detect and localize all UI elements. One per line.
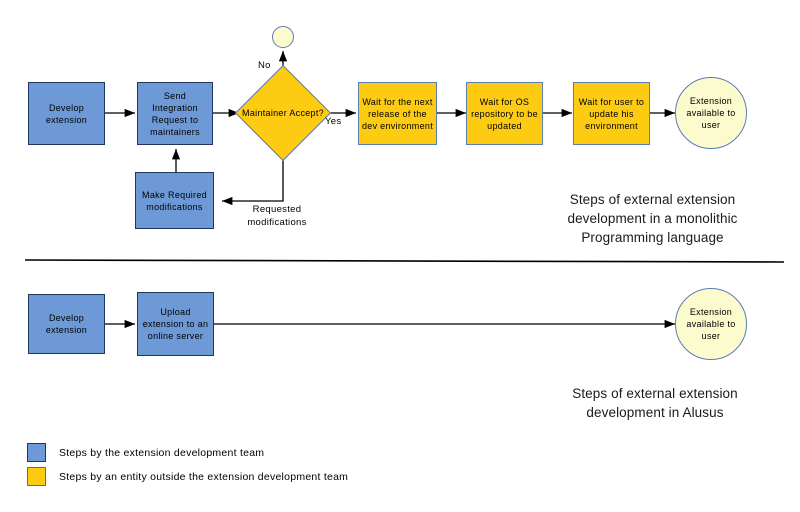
node-wait-user-update[interactable]: Wait for user to update his environment xyxy=(573,82,650,145)
node-wait-os-repository[interactable]: Wait for OS repository to be updated xyxy=(466,82,543,145)
node-label: Upload extension to an online server xyxy=(142,307,209,341)
legend-swatch-team-blue xyxy=(27,443,46,462)
legend-label: Steps by an entity outside the extension… xyxy=(59,470,349,483)
legend-label: Steps by the extension development team xyxy=(59,446,265,459)
legend-item-external: Steps by an entity outside the extension… xyxy=(27,467,348,486)
caption-line: development in Alusus xyxy=(586,405,724,420)
node-label: Extension available to user xyxy=(686,96,736,130)
node-label: Make Required modifications xyxy=(142,189,207,212)
caption-line: Steps of external extension xyxy=(569,192,736,207)
caption-line: Steps of external extension xyxy=(572,386,738,401)
node-develop-extension-alusus[interactable]: Develop extension xyxy=(28,294,105,354)
node-label: Develop extension xyxy=(45,102,88,125)
node-develop-extension[interactable]: Develop extension xyxy=(28,82,105,145)
node-make-required-modifications[interactable]: Make Required modifications xyxy=(135,172,214,229)
node-label: Wait for the next release of the dev env… xyxy=(361,96,434,131)
node-label: Develop extension xyxy=(45,313,88,335)
node-upload-extension[interactable]: Upload extension to an online server xyxy=(137,292,214,356)
edge-label-yes: Yes xyxy=(325,116,342,127)
node-label: Wait for OS repository to be updated xyxy=(471,96,538,131)
node-label: Maintainer Accept? xyxy=(242,108,324,118)
node-send-integration-request[interactable]: Send Integration Request to maintainers xyxy=(137,82,213,145)
legend-swatch-external-yellow xyxy=(27,467,46,486)
caption-bottom-flow: Steps of external extension development … xyxy=(525,384,785,422)
section-divider xyxy=(24,259,785,263)
node-label: Wait for user to update his environment xyxy=(578,96,645,131)
node-label: Extension available to user xyxy=(686,307,736,341)
node-wait-dev-release[interactable]: Wait for the next release of the dev env… xyxy=(358,82,437,145)
edge-label-no: No xyxy=(258,60,271,71)
node-extension-available-top[interactable]: Extension available to user xyxy=(675,77,747,149)
caption-line: development in a monolithic xyxy=(567,211,738,226)
node-extension-available-bottom[interactable]: Extension available to user xyxy=(675,288,747,360)
caption-line: Programming language xyxy=(581,230,724,245)
node-maintainer-accept-decision[interactable]: Maintainer Accept? xyxy=(234,64,332,162)
caption-top-flow: Steps of external extension development … xyxy=(520,190,785,247)
edge-label-requested-modifications: Requested modifications xyxy=(247,204,307,228)
node-label: Send Integration Request to maintainers xyxy=(150,90,200,137)
legend-item-team: Steps by the extension development team xyxy=(27,443,264,462)
node-stop-circle[interactable] xyxy=(272,26,294,48)
